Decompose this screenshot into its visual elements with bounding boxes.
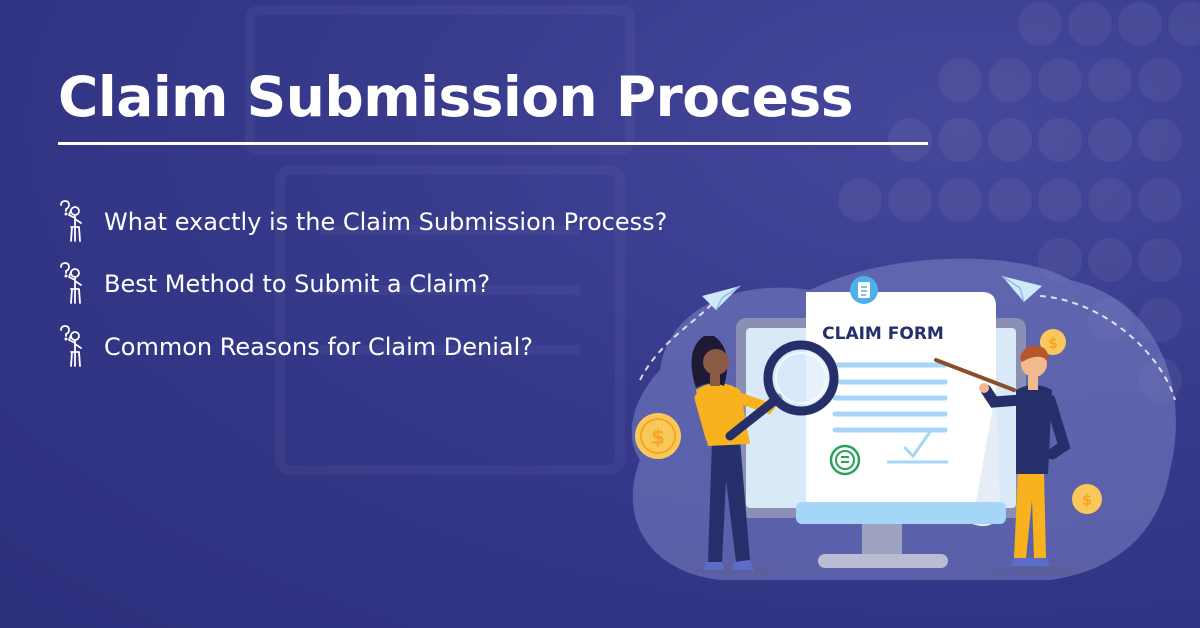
paper-plane-icon — [1001, 275, 1042, 303]
dollar-coin-icon: $ — [635, 413, 681, 459]
dollar-coin-icon: $ — [1072, 484, 1102, 514]
dollar-coin-icon: $ — [1040, 329, 1066, 355]
claim-form-illustration: CLAIM FORM $ — [631, 258, 1176, 580]
claim-form-title: CLAIM FORM — [822, 324, 944, 344]
thinking-person-icon — [58, 199, 84, 243]
page-title: Claim Submission Process — [58, 65, 853, 129]
thinking-person-icon — [58, 261, 84, 305]
dashed-path-left — [639, 299, 716, 381]
document-icon — [850, 276, 878, 304]
paper-plane-icon — [702, 285, 741, 311]
claim-form-paper — [796, 292, 1006, 527]
seal-icon — [829, 444, 861, 476]
dashed-path-right — [1039, 295, 1176, 401]
man-figure — [934, 345, 1085, 576]
svg-text:$: $ — [1082, 491, 1092, 509]
svg-text:$: $ — [651, 425, 665, 449]
magnifier-icon — [725, 340, 839, 441]
checkmark-icon — [903, 430, 932, 459]
question-text: What exactly is the Claim Submission Pro… — [104, 208, 668, 236]
form-lines — [832, 362, 948, 433]
question-text: Common Reasons for Claim Denial? — [104, 333, 533, 361]
question-text: Best Method to Submit a Claim? — [104, 270, 491, 298]
thinking-person-icon — [58, 324, 84, 368]
title-underline — [58, 142, 928, 145]
svg-text:$: $ — [1048, 336, 1058, 352]
